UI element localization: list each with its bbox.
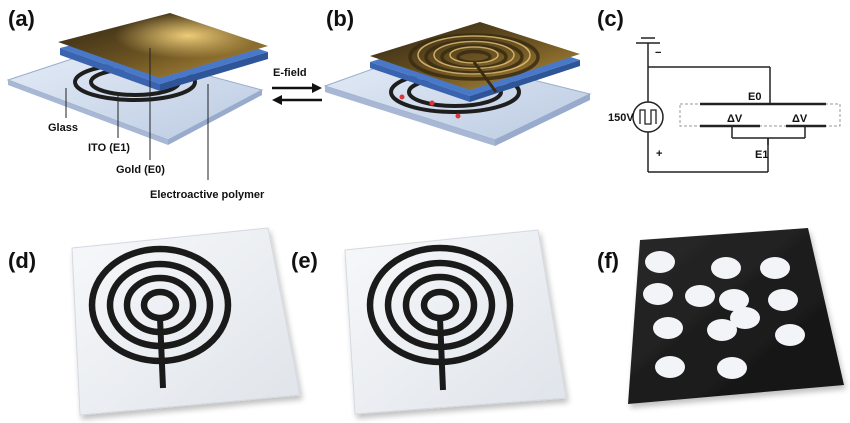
panel-label-d: (d) [8,248,36,273]
label-polymer: Electroactive polymer [150,189,265,201]
panel-label-c: (c) [597,6,624,31]
label-gold: Gold (E0) [116,164,165,176]
panel-e [344,229,567,415]
gold-deformed [370,22,580,90]
label-e1: E1 [755,149,768,161]
label-minus: − [655,47,661,59]
panel-label-b: (b) [326,6,354,31]
hole-array [643,251,805,379]
panel-b [323,22,592,146]
label-efield: E-field [273,67,307,79]
efield-arrows: E-field [272,67,322,105]
panel-f [628,228,844,404]
ac-source [632,101,664,133]
label-e0: E0 [748,91,761,103]
label-deltav-right: ΔV [792,113,808,125]
label-glass: Glass [48,122,78,134]
panel-label-e: (e) [291,248,318,273]
label-plus: + [656,148,662,160]
contact-points [399,94,461,119]
label-voltage: 150V [608,112,634,124]
label-deltav-left: ΔV [727,113,743,125]
plate-e [344,229,567,415]
label-ito: ITO (E1) [88,142,130,154]
panel-label-f: (f) [597,248,619,273]
panel-a: Glass ITO (E1) Gold (E0) Electroactive p… [6,13,268,201]
panel-label-a: (a) [8,6,35,31]
panel-c-circuit [632,37,841,173]
panel-d [71,227,301,416]
